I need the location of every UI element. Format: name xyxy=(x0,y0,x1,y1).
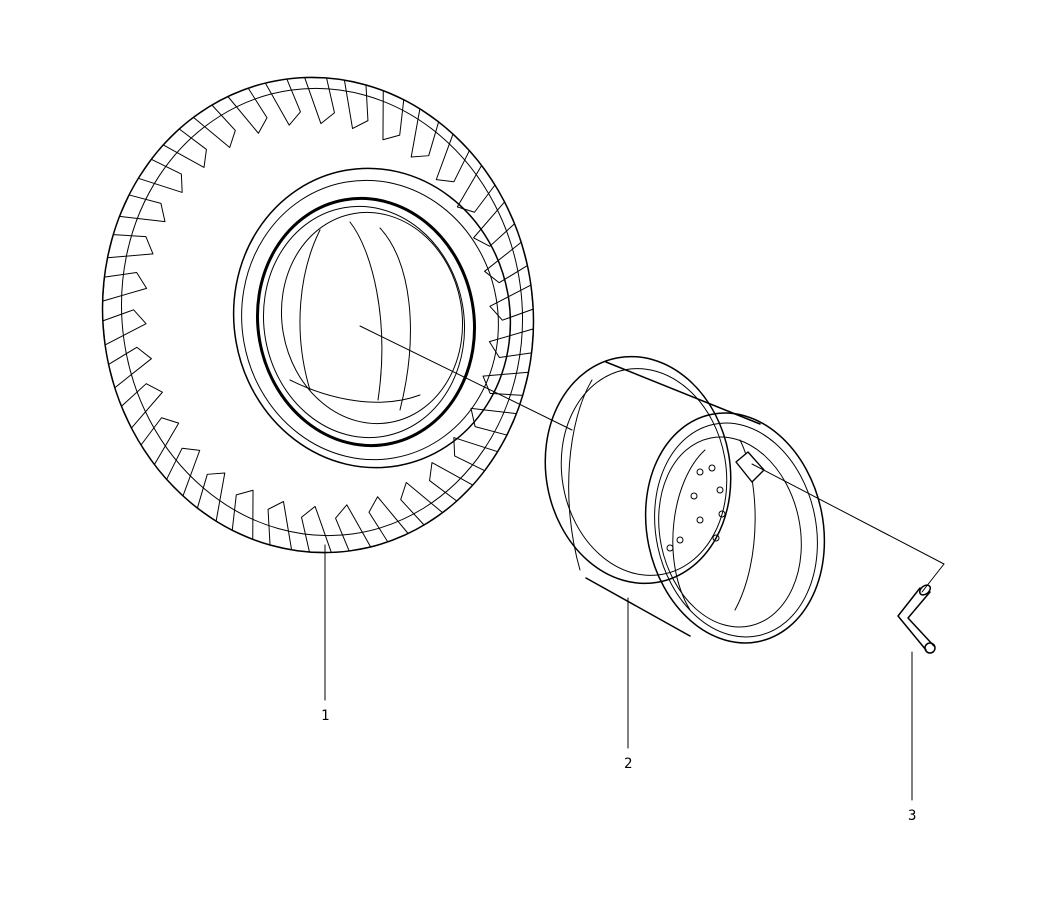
bolt-hole xyxy=(708,464,716,472)
tread-lug xyxy=(140,417,180,466)
tread-lug xyxy=(429,462,474,502)
tread-lug xyxy=(368,496,409,543)
bolt-hole xyxy=(666,544,674,552)
callout-label-3: 3 xyxy=(908,808,916,824)
tread-lug xyxy=(382,90,405,141)
bolt-hole xyxy=(696,468,704,476)
bolt-hole xyxy=(676,536,684,544)
tread-lug xyxy=(231,489,254,540)
tread-lug xyxy=(453,437,499,472)
tread-lug xyxy=(107,234,154,259)
tread-lug xyxy=(192,104,236,148)
tread-lug xyxy=(264,78,301,126)
tread-lug xyxy=(484,241,528,284)
tread-lug xyxy=(166,447,201,497)
bolt-hole xyxy=(696,516,704,524)
valve-drawing xyxy=(897,584,936,654)
tread-lug xyxy=(102,271,148,302)
tread-lug xyxy=(108,346,152,389)
tread-lug xyxy=(119,194,166,223)
tread-lug xyxy=(227,87,268,134)
tread-lug xyxy=(456,164,496,213)
tread-lug xyxy=(304,77,335,125)
tread-lug xyxy=(335,504,372,552)
tread-lug xyxy=(489,284,534,321)
tread-lug xyxy=(137,158,183,193)
tread-lug xyxy=(196,472,226,522)
tyre-drawing xyxy=(101,76,535,554)
tread-lug xyxy=(470,407,517,436)
tread-lug xyxy=(488,328,534,359)
callout-leaders xyxy=(324,544,913,801)
assembly-lines xyxy=(359,325,945,593)
tread-lug xyxy=(267,501,293,551)
bolt-hole xyxy=(690,492,698,500)
tread-lug xyxy=(301,505,332,553)
callout-label-1: 1 xyxy=(321,708,329,724)
tread-lug xyxy=(482,371,529,396)
callout-label-2: 2 xyxy=(624,756,632,772)
tread-lug xyxy=(473,201,516,247)
tread-lug xyxy=(410,108,440,158)
tread-lug xyxy=(162,128,207,168)
bolt-hole xyxy=(712,534,720,542)
tread-lug xyxy=(120,383,163,429)
bolt-hole xyxy=(718,510,726,518)
tread-lug xyxy=(102,309,147,346)
tread-lug xyxy=(435,133,470,183)
tread-lug xyxy=(400,482,444,526)
tread-lug xyxy=(343,79,369,129)
rim-drawing xyxy=(544,355,826,644)
bolt-hole xyxy=(716,486,724,494)
